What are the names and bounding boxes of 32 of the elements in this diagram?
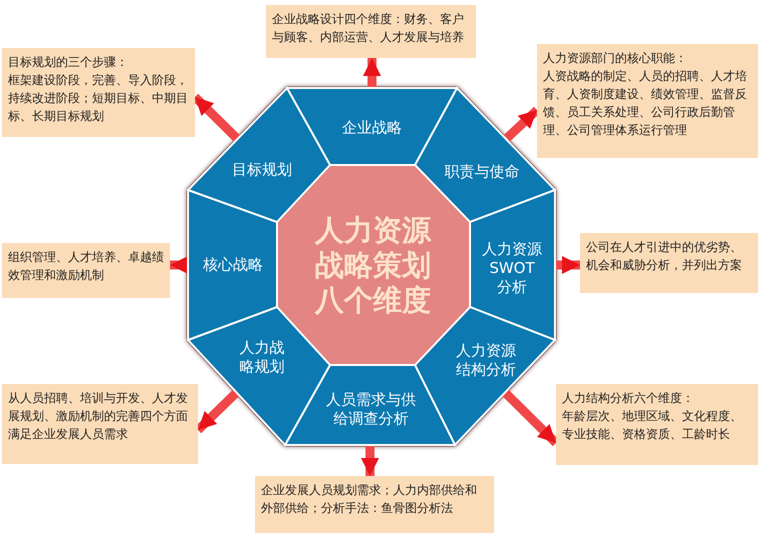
note-text: 从人员招聘、培训与开发、人才发展规划、激励机制的完善四个方面满足企业发展人员需求 xyxy=(8,390,189,443)
note-text: 年龄层次、地理区域、文化程度、专业技能、资格资质、工龄时长 xyxy=(562,408,743,443)
segment-label: 核心战略 xyxy=(202,256,264,274)
segment-label: 目标规划 xyxy=(231,160,293,180)
note-box xyxy=(580,233,758,293)
note-text: 组织管理、人才培养、卓越绩效管理和激励机制 xyxy=(8,249,164,284)
note-box xyxy=(537,44,758,158)
segment-label: 人员需求与供给调查分析 xyxy=(325,390,417,428)
note-box xyxy=(255,476,494,533)
note-box xyxy=(556,384,758,465)
segment-label: 职责与使命 xyxy=(444,162,520,182)
arrow xyxy=(170,256,188,274)
note-text: 框架建设阶段，完善、导入阶段，持续改进阶段；短期目标、中期目标、长期目标规划 xyxy=(8,72,189,125)
arrow xyxy=(555,256,580,274)
note-box xyxy=(2,243,170,298)
note-text: 公司在人才引进中的优劣势、机会和威胁分析，并列出方案 xyxy=(586,239,743,274)
note-heading: 人力结构分析六个维度： xyxy=(562,390,695,407)
note-box xyxy=(2,384,198,464)
center-title: 人力资源战略策划八个维度 xyxy=(314,212,432,318)
note-text: 企业发展人员规划需求；人力内部供给和外部供给；分析手法：鱼骨图分析法 xyxy=(261,482,478,517)
note-heading: 目标规划的三个步骤： xyxy=(8,54,129,71)
segment-label: 人力资源SWOT分析 xyxy=(481,240,543,296)
segment-label: 企业战略 xyxy=(342,118,402,138)
note-text: 人资战略的制定、人员的招聘、人才培育、人资制度建设、绩效管理、监督反馈、员工关系处理、公司行政后勤管理、公司管理体系运行管理 xyxy=(543,68,748,139)
arrow xyxy=(361,445,379,476)
note-box xyxy=(2,48,195,137)
segment-label: 人力战略规划 xyxy=(238,338,286,376)
segment-label: 人力资源结构分析 xyxy=(455,341,517,379)
note-heading: 人力资源部门的核心职能： xyxy=(543,50,688,67)
note-text: 企业战略设计四个维度：财务、客户与顾客、内部运营、人才发展与培养 xyxy=(272,11,465,46)
arrow xyxy=(363,58,381,88)
note-box xyxy=(266,5,476,58)
